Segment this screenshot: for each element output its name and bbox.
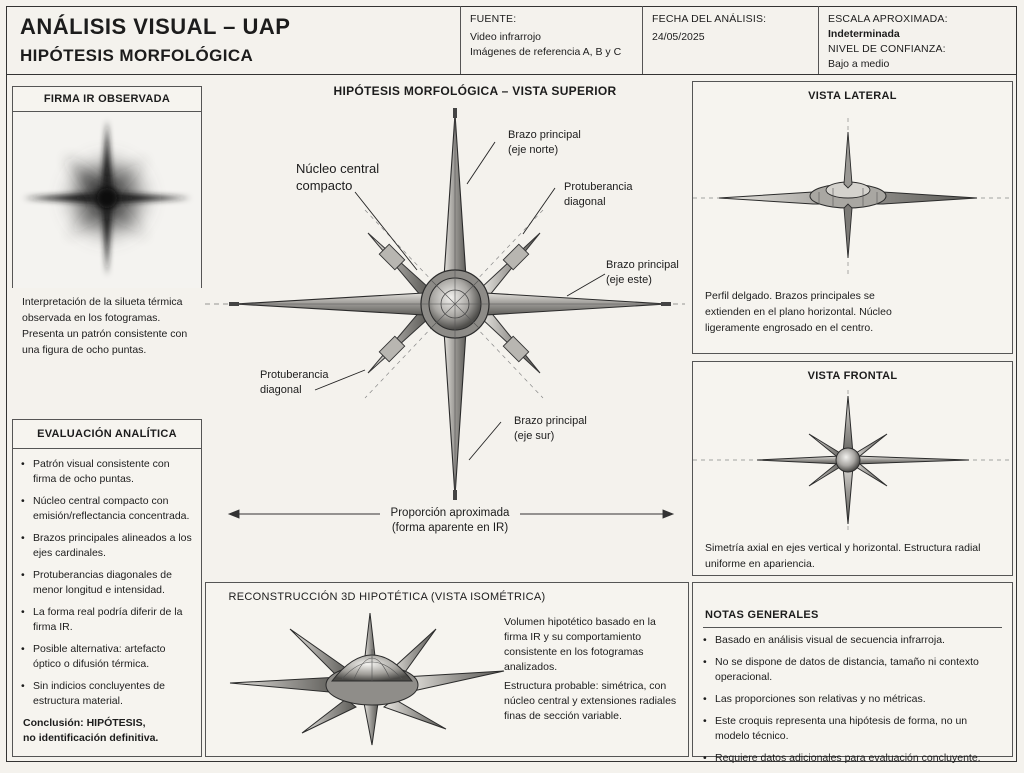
ir-description: Interpretación de la silueta térmica obs… [22,296,188,356]
frontal-view-panel: VISTA FRONTAL Simetría axial en ejes ver… [692,361,1013,576]
scale-label: ESCALA APROXIMADA: [828,13,948,25]
source-line2: Imágenes de referencia A, B y C [470,46,622,58]
label-diag-ne-line1: Protuberancia [564,181,633,193]
conclusion-line1: Conclusión: HIPÓTESIS, [23,717,146,729]
proportion-line1: Proporción aproximada [390,507,510,519]
top-view-title: HIPÓTESIS MORFOLÓGICA – VISTA SUPERIOR [333,84,617,98]
list-item: Brazos principales alineados a los ejes … [21,531,193,561]
label-south-line1: Brazo principal [514,415,587,427]
notes-panel: NOTAS GENERALES Basado en análisis visua… [692,582,1013,766]
label-core-line2: compacto [296,178,353,193]
label-south-arm: Brazo principal (eje sur) [514,414,587,444]
sub-title: HIPÓTESIS MORFOLÓGICA [20,46,254,65]
frontal-view-diagram [693,390,1012,530]
notes-list: Basado en análisis visual de secuencia i… [703,633,1003,773]
evaluation-title: EVALUACIÓN ANALÍTICA [13,420,201,449]
ir-panel: FIRMA IR OBSERVADA [12,86,202,288]
list-item: La forma real podría diferir de la firma… [21,605,193,635]
label-south-line2: (eje sur) [514,430,555,442]
lateral-view-title: VISTA LATERAL [808,90,897,102]
label-north-line2: (eje norte) [508,144,559,156]
header-source: FUENTE: Video infrarrojo Imágenes de ref… [460,6,642,74]
list-item: Núcleo central compacto con emisión/refl… [21,494,193,524]
list-item: Requiere datos adicionales para evaluaci… [703,751,1003,766]
label-diag-ne-line2: diagonal [564,196,606,208]
sheet-frame [6,6,1017,762]
lateral-view-description: Perfil delgado. Brazos principales se ex… [705,290,892,334]
list-item: Basado en análisis visual de secuencia i… [703,633,1003,648]
confidence-label: NIVEL DE CONFIANZA: [828,43,946,55]
list-item: Este croquis representa una hipótesis de… [703,714,1003,744]
ir-signature-image [13,112,201,288]
reconstruction-panel: RECONSTRUCCIÓN 3D HIPOTÉTICA (VISTA ISOM… [205,582,689,757]
notes-divider [703,627,1002,628]
proportion-line2: (forma aparente en IR) [391,522,509,534]
top-view-diagram [205,108,685,519]
reconstruction-paragraph1: Volumen hipotético basado en la firma IR… [504,616,656,673]
conclusion-line2: no identificación definitiva. [23,732,159,744]
header-scale: ESCALA APROXIMADA: Indeterminada NIVEL D… [818,6,1017,74]
reconstruction-title: RECONSTRUCCIÓN 3D HIPOTÉTICA (VISTA ISOM… [228,591,546,603]
label-diag-sw-line1: Protuberancia [260,369,329,381]
label-proportion: Proporción aproximada (forma aparente en… [380,506,520,536]
lateral-view-diagram [693,118,1012,278]
source-label: FUENTE: [470,13,517,25]
label-east-arm: Brazo principal (eje este) [606,258,679,288]
date-label: FECHA DEL ANÁLISIS: [652,13,767,25]
frontal-view-title: VISTA FRONTAL [807,370,898,382]
evaluation-list: Patrón visual consistente con firma de o… [21,457,193,716]
list-item: Sin indicios concluyentes de estructura … [21,679,193,709]
main-title: ANÁLISIS VISUAL – UAP [20,14,291,39]
label-core-line1: Núcleo central [296,161,380,176]
label-east-line2: (eje este) [606,274,652,286]
confidence-value: Bajo a medio [828,58,890,70]
label-east-line1: Brazo principal [606,259,679,271]
scale-value: Indeterminada [828,28,900,40]
label-diagonal-sw: Protuberancia diagonal [260,368,329,398]
reconstruction-paragraph2: Estructura probable: simétrica, con núcl… [504,680,677,722]
list-item: Protuberancias diagonales de menor longi… [21,568,193,598]
header-date: FECHA DEL ANÁLISIS: 24/05/2025 [642,6,818,74]
reconstruction-diagram [229,612,505,746]
lateral-view-panel: VISTA LATERAL Perfil delgado. Brazos pri… [692,81,1013,354]
evaluation-panel: EVALUACIÓN ANALÍTICA Patrón visual consi… [12,419,202,757]
label-diag-sw-line2: diagonal [260,384,302,396]
date-value: 24/05/2025 [652,31,705,43]
list-item: Posible alternativa: artefacto óptico o … [21,642,193,672]
frontal-view-description: Simetría axial en ejes vertical y horizo… [705,542,981,570]
label-diagonal-ne: Protuberancia diagonal [564,180,633,210]
list-item: No se dispone de datos de distancia, tam… [703,655,1003,685]
header: ANÁLISIS VISUAL – UAP HIPÓTESIS MORFOLÓG… [6,6,1017,75]
label-north-line1: Brazo principal [508,129,581,141]
conclusion: Conclusión: HIPÓTESIS, no identificación… [23,716,158,746]
source-line1: Video infrarrojo [470,31,542,43]
notes-title: NOTAS GENERALES [705,609,819,621]
list-item: Las proporciones son relativas y no métr… [703,692,1003,707]
label-north-arm: Brazo principal (eje norte) [508,128,581,158]
ir-panel-title: FIRMA IR OBSERVADA [13,87,201,112]
list-item: Patrón visual consistente con firma de o… [21,457,193,487]
label-core: Núcleo central compacto [296,160,379,194]
